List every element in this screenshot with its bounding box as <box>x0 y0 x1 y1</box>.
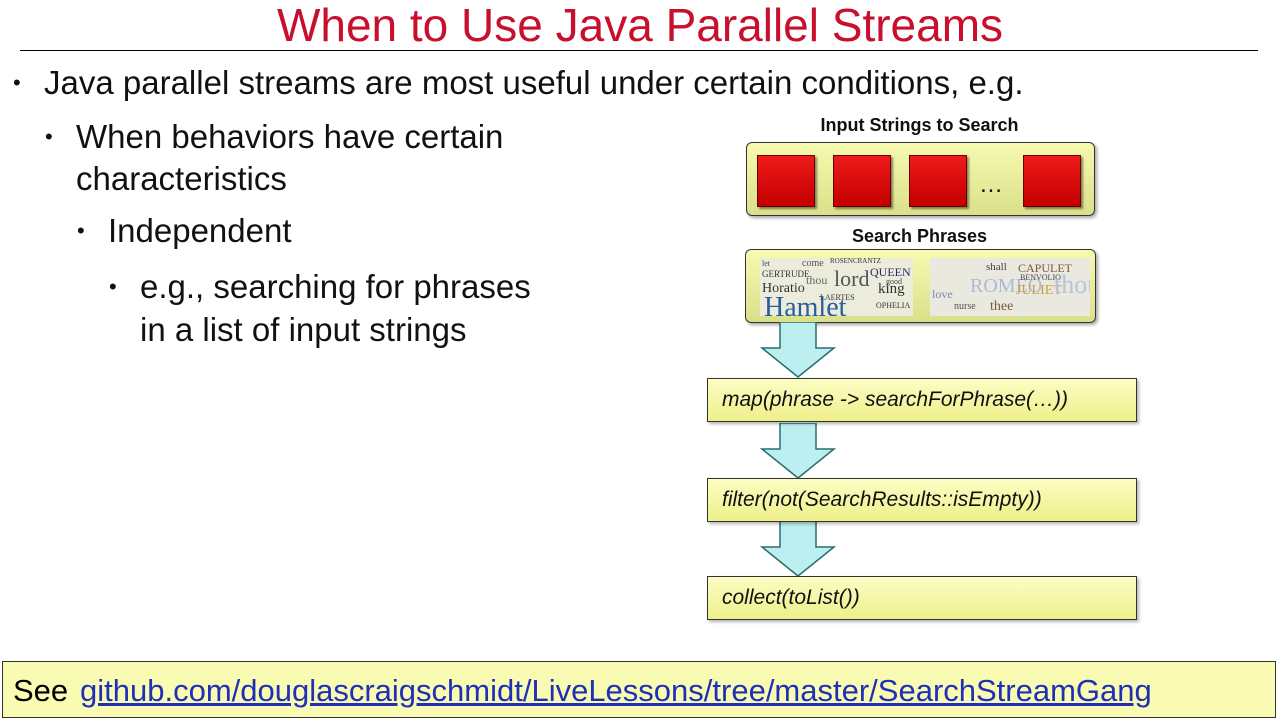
cloud-word: Hamlet <box>764 292 847 317</box>
bullet-text: e.g., searching for phrases in a list of… <box>140 265 531 351</box>
cloud-word: GERTRUDE <box>762 269 810 279</box>
cloud-word: LAERTES <box>820 293 855 302</box>
input-string-block <box>833 155 891 207</box>
input-strings-box: … <box>746 142 1095 216</box>
cloud-word: ROMEO <box>970 275 1043 297</box>
map-operation-box: map(phrase -> searchForPhrase(…)) <box>707 378 1137 422</box>
filter-operation-box: filter(not(SearchResults::isEmpty)) <box>707 478 1137 522</box>
bullet-text: Java parallel streams are most useful un… <box>44 64 1024 101</box>
down-arrow-icon <box>760 322 836 378</box>
cloud-word: let <box>762 259 770 268</box>
cloud-word: love <box>932 287 953 301</box>
bullet-line-1: e.g., searching for phrases <box>140 268 531 305</box>
down-arrow-icon <box>760 423 836 479</box>
search-phrases-box: let GERTRUDE come ROSENCRANTZ QUEEN Hora… <box>745 249 1096 323</box>
bullet-line-2: in a list of input strings <box>140 311 467 348</box>
cloud-word: king <box>878 281 905 297</box>
input-string-block <box>909 155 967 207</box>
hamlet-word-cloud-image: let GERTRUDE come ROSENCRANTZ QUEEN Hora… <box>760 258 913 316</box>
cloud-word: QUEEN <box>870 265 911 279</box>
cloud-word: JULIET <box>1016 283 1062 298</box>
bullet-dot: • <box>77 218 85 243</box>
cloud-word: nurse <box>954 301 976 312</box>
bullet-line-1: When behaviors have certain <box>76 118 504 155</box>
bullet-text: When behaviors have certain characterist… <box>76 116 503 200</box>
collect-operation-text: collect(toList()) <box>722 586 860 609</box>
cloud-word: CAPULET <box>1018 261 1072 275</box>
search-phrases-label: Search Phrases <box>851 226 988 246</box>
cloud-word: shall <box>986 261 1007 273</box>
cloud-word: come <box>802 258 824 269</box>
footer-reference-bar: See github.com/douglascraigschmidt/LiveL… <box>2 661 1276 718</box>
ellipsis: … <box>979 171 1003 198</box>
cloud-word: thou <box>1054 270 1090 299</box>
cloud-word: thee <box>990 299 1014 314</box>
collect-operation-box: collect(toList()) <box>707 576 1137 620</box>
cloud-word: ROSENCRANTZ <box>830 258 881 265</box>
slide-title: When to Use Java Parallel Streams <box>276 0 1004 51</box>
bullet-dot: • <box>109 274 117 299</box>
cloud-word: OPHELIA <box>876 301 911 310</box>
title-divider <box>20 50 1258 51</box>
romeo-juliet-word-cloud-image: shall CAPULET love ROMEO BENVOLIO JULIET… <box>930 258 1090 316</box>
input-string-block <box>757 155 815 207</box>
github-link[interactable]: github.com/douglascraigschmidt/LiveLesso… <box>80 673 1152 708</box>
map-operation-text: map(phrase -> searchForPhrase(…)) <box>722 388 1069 411</box>
input-string-block <box>1023 155 1081 207</box>
filter-operation-text: filter(not(SearchResults::isEmpty)) <box>722 488 1042 511</box>
cloud-word: BENVOLIO <box>1020 273 1061 282</box>
footer-see-label: See <box>13 673 69 708</box>
cloud-word: good <box>886 277 902 286</box>
cloud-word: lord <box>834 266 870 291</box>
cloud-word: thou <box>806 273 828 287</box>
bullet-line-2: characteristics <box>76 160 287 197</box>
down-arrow-icon <box>760 521 836 577</box>
bullet-dot: • <box>45 124 53 149</box>
input-strings-label: Input Strings to Search <box>820 115 1019 135</box>
cloud-word: Horatio <box>762 281 805 296</box>
bullet-text: Independent <box>108 212 292 249</box>
bullet-dot: • <box>13 70 21 95</box>
